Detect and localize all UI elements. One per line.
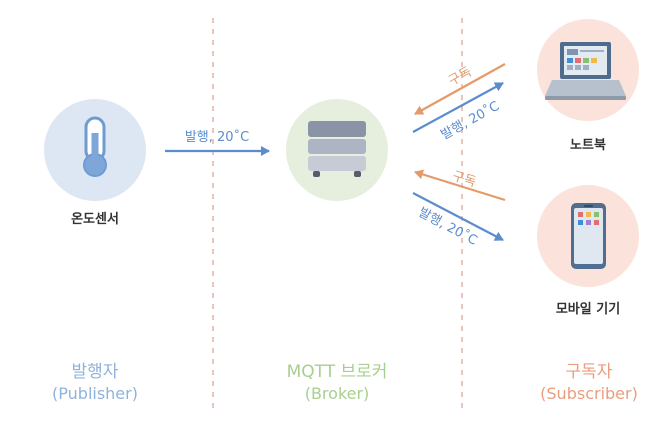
role-subscriber: 구독자 (Subscriber) [514,361,664,405]
role-broker: MQTT 브로커 (Broker) [262,361,412,405]
label-subscribe-mobile: 구독 [450,169,477,190]
role-subscriber-ko: 구독자 [565,362,613,382]
sensor-label: 온도센서 [71,212,119,227]
role-publisher-ko: 발행자 [71,362,119,382]
publish-arrow-laptop [412,82,504,133]
role-publisher-en: (Publisher) [52,384,138,403]
subscribe-arrow-mobile [414,169,506,202]
subscribe-arrow-laptop [414,63,506,115]
role-subscriber-en: (Subscriber) [540,384,638,403]
thermometer-icon [44,99,146,201]
role-publisher: 발행자 (Publisher) [25,361,165,405]
publish-arrow-mobile [412,192,504,241]
server-icon [286,99,388,201]
smartphone-icon [537,185,639,287]
laptop-label: 노트북 [570,138,606,153]
label-publish-laptop: 발행, 20˚C [438,98,502,143]
mobile-label: 모바일 기기 [555,302,621,317]
role-broker-en: (Broker) [304,384,370,403]
label-publish-sensor: 발행, 20˚C [185,129,249,145]
role-broker-ko: MQTT 브로커 [286,362,388,382]
laptop-icon [537,19,639,121]
label-subscribe-laptop: 구독 [446,65,474,90]
